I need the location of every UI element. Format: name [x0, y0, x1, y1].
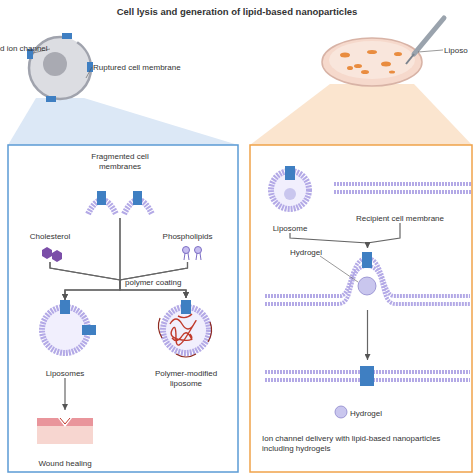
petri-dish [322, 38, 422, 86]
leader-line [418, 50, 443, 52]
edge-label: polymer coating [125, 278, 181, 288]
hydrogel-core [284, 188, 296, 200]
cell-nucleus [43, 52, 67, 76]
ion-channel [97, 191, 106, 205]
ion-channel [360, 366, 374, 386]
skin-layer [37, 426, 93, 444]
flow-arrow [50, 262, 120, 300]
ion-channel [362, 252, 372, 268]
annotation-label: Liposo [444, 46, 474, 56]
flow-arrow [367, 310, 368, 360]
process-node: Polymer-modified liposome [140, 298, 232, 388]
petri-dish [329, 41, 415, 79]
flow-arrow [50, 262, 186, 298]
process-node: Hydrogel [265, 360, 470, 418]
bilayer [265, 266, 470, 304]
flow-arrow [65, 218, 120, 300]
zoom-wedge [250, 84, 472, 145]
phospholipid-icon [184, 253, 189, 260]
process-node: Recipient cell membrane [330, 178, 470, 223]
flow-arrow [368, 223, 401, 248]
process-node: Liposome [262, 163, 318, 233]
process-node: Wound healing [25, 410, 105, 468]
flow-arrow [120, 262, 188, 298]
process-node: Liposomes [30, 300, 100, 378]
ion-channel [46, 96, 56, 102]
node-text: Liposome [262, 224, 318, 234]
leader-line [86, 67, 92, 78]
annotation-label: d ion channel [0, 44, 60, 54]
node-text: Liposomes [30, 369, 100, 379]
process-node: Fragmented cell membranes [70, 152, 170, 218]
hydrogel-symbol [335, 406, 347, 418]
leader-line [320, 256, 358, 282]
flow-arrow [290, 233, 368, 248]
node-text: Cholesterol [15, 232, 85, 242]
cultured-cells [340, 50, 402, 74]
diagram-title: Cell lysis and generation of lipid-based… [0, 6, 474, 17]
node-text: Wound healing [25, 459, 105, 469]
node-text: Fragmented cell membranes [70, 152, 170, 171]
phospholipid-icon [196, 253, 201, 260]
ion-channel [181, 300, 191, 314]
flow-arrow [64, 378, 65, 410]
right-panel [250, 145, 472, 472]
pipette [414, 18, 444, 54]
zoom-wedge [8, 98, 238, 145]
ion-channel [285, 166, 295, 180]
ion-channel [60, 300, 70, 314]
process-node: Cholesterol [15, 232, 85, 262]
left-panel [8, 145, 238, 472]
node-text: Polymer-modified liposome [140, 369, 232, 388]
node-text: Hydrogel [350, 409, 470, 419]
pipette-tip [406, 54, 414, 64]
process-node: Hydrogel [265, 248, 470, 310]
node-text: Hydrogel [290, 248, 470, 258]
bilayer [334, 190, 472, 194]
wound [60, 418, 70, 424]
node-text: Recipient cell membrane [330, 214, 470, 224]
process-node: Phospholipids [150, 232, 225, 262]
wound [58, 418, 72, 427]
ion-channel [82, 325, 96, 335]
flow-arrow [65, 262, 188, 300]
hydrogel-core [358, 277, 376, 295]
annotation-label: Ion channel delivery with lipid-based na… [262, 434, 462, 453]
flow-arrow [120, 218, 186, 298]
phospholipid-icon [195, 247, 202, 254]
skin-layer [37, 418, 93, 426]
annotation-label: Ruptured cell membrane [93, 63, 233, 73]
ion-channel [62, 33, 72, 39]
polymer-coil [158, 318, 211, 357]
bilayer [334, 182, 472, 186]
polymer-coil [170, 314, 196, 345]
cholesterol-icon [42, 247, 62, 262]
phospholipid-icon [183, 247, 190, 254]
ion-channel [133, 191, 142, 205]
node-text: Phospholipids [150, 232, 225, 242]
